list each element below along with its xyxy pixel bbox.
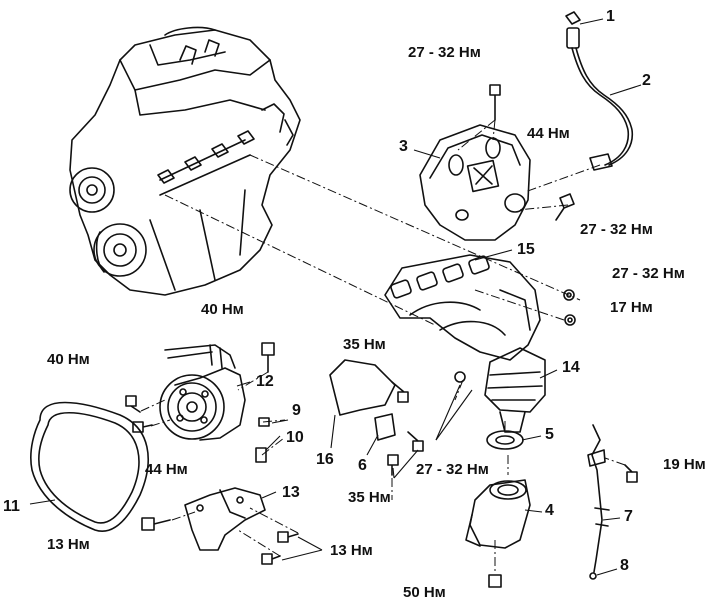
callout-3: 3 [399,138,408,155]
shield-bracket [329,359,396,441]
callout-11: 11 [3,498,20,515]
bolts [125,84,638,588]
callout-10: 10 [286,429,304,446]
callout-2: 2 [642,72,651,89]
leader-lines [29,18,642,576]
power-steering-pump [159,344,246,441]
drive-belt [30,401,149,532]
torque-sensor: 44 Нм [527,125,570,142]
callout-8: 8 [620,557,629,574]
callout-6: 6 [358,457,367,474]
torque-front-pipe: 50 Нм [403,584,446,601]
torque-bracket-left: 13 Нм [47,536,90,553]
heat-shield [419,124,531,241]
catalytic-converter [484,347,546,433]
callout-5: 5 [545,426,554,443]
callout-14: 14 [562,359,580,376]
alignment-lines [140,119,626,572]
callout-4: 4 [545,502,554,519]
torque-manifold-stud: 17 Нм [610,299,653,316]
torque-dipstick: 19 Нм [663,456,706,473]
gasket [486,430,524,450]
engine-block [69,26,301,296]
torque-bracket-small: 35 Нм [348,489,391,506]
callout-12: 12 [256,373,274,390]
torque-manifold-nut: 27 - 32 Нм [612,265,685,282]
callout-15: 15 [517,241,535,258]
oxygen-sensor-wire [565,11,634,171]
callout-16: 16 [316,451,334,468]
torque-pump-lower: 44 Нм [145,461,188,478]
bracket [184,487,266,551]
torque-heat-shield-side: 27 - 32 Нм [580,221,653,238]
callout-9: 9 [292,402,301,419]
torque-pump-top: 40 Нм [201,301,244,318]
exhaust-manifold [384,254,541,361]
torque-heat-shield-top: 27 - 32 Нм [408,44,481,61]
callout-13-bracket: 13 [282,484,300,501]
torque-bracket-right: 13 Нм [330,542,373,559]
front-pipe [465,479,531,549]
torque-pump-left: 40 Нм [47,351,90,368]
torque-shield-bracket: 35 Нм [343,336,386,353]
oil-dipstick [587,424,610,573]
callout-1: 1 [606,8,615,25]
torque-converter: 27 - 32 Нм [416,461,489,478]
callout-7: 7 [624,508,633,525]
